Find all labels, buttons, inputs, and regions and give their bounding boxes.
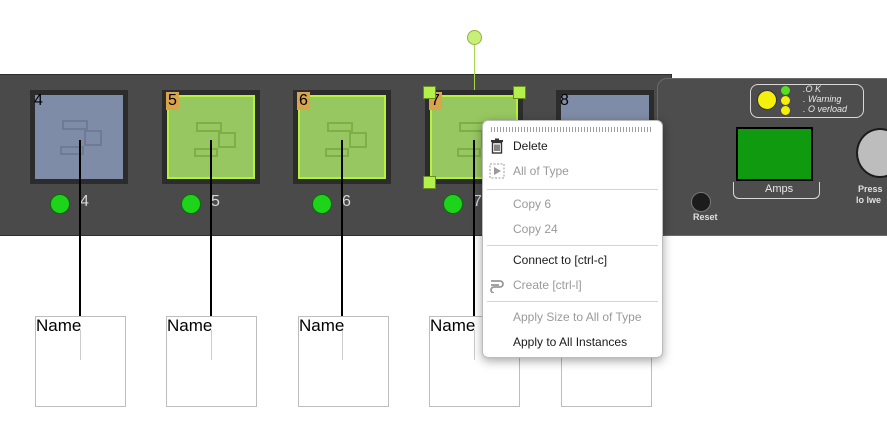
- ok-dot: [781, 86, 790, 95]
- overload-label: . O verload: [803, 104, 848, 114]
- resize-handle-bottom-left[interactable]: [423, 176, 436, 189]
- status-led-7: [443, 194, 463, 214]
- menu-item-create[interactable]: Create [ctrl-l]: [483, 273, 662, 297]
- selection-connector-line: [474, 44, 475, 92]
- status-led-5: [181, 194, 201, 214]
- connector-line: [210, 140, 212, 316]
- menu-item-label: Apply to All Instances: [513, 335, 628, 349]
- context-menu: Delete All of Type Copy 6 Copy 24 Connec…: [482, 120, 663, 358]
- press-button[interactable]: [856, 128, 887, 178]
- status-legend: .O K . Warning . O verload: [750, 84, 864, 118]
- menu-item-label: Create [ctrl-l]: [513, 278, 582, 292]
- connector-line: [79, 140, 81, 316]
- amps-bracket: [733, 182, 820, 199]
- press-label: Press: [858, 184, 883, 194]
- ok-label: .O K: [803, 84, 822, 94]
- label-name: Name: [36, 316, 82, 335]
- outlet-socket-icon: [194, 122, 236, 157]
- resize-handle-top-left[interactable]: [423, 86, 436, 99]
- warning-label: . Warning: [803, 94, 842, 104]
- menu-item-label: Apply Size to All of Type: [513, 310, 642, 324]
- label-name: Name: [299, 316, 345, 335]
- reset-button[interactable]: [691, 192, 711, 212]
- label-tick: [211, 330, 212, 360]
- menu-item-copy-6[interactable]: Copy 6: [483, 192, 662, 216]
- label-name: Name: [430, 316, 476, 335]
- outlet-number: 5: [166, 92, 179, 110]
- led-label: 6: [342, 193, 351, 210]
- menu-drag-grip[interactable]: [491, 127, 653, 132]
- menu-item-copy-24[interactable]: Copy 24: [483, 217, 662, 241]
- outlet-socket-icon: [325, 122, 367, 157]
- status-led-4: [50, 194, 70, 214]
- outlet-socket-icon: [60, 120, 102, 155]
- press-sublabel: lo lwe: [856, 195, 882, 205]
- outlet-number: 8: [560, 92, 569, 109]
- reset-label: Reset: [693, 212, 718, 222]
- label-tick: [80, 330, 81, 360]
- connector-icon: [490, 280, 504, 293]
- menu-item-label: Copy 24: [513, 222, 558, 236]
- trash-icon: [491, 138, 503, 154]
- menu-item-all-of-type[interactable]: All of Type: [483, 159, 662, 183]
- label-tick: [474, 330, 475, 360]
- outlet-number: 6: [297, 92, 310, 110]
- overload-dot: [781, 106, 790, 115]
- status-light-icon: [757, 90, 777, 110]
- status-led-6: [312, 194, 332, 214]
- label-box[interactable]: [298, 316, 389, 407]
- menu-item-label: Copy 6: [513, 197, 552, 211]
- menu-separator: [487, 301, 658, 302]
- resize-handle-top-right[interactable]: [513, 86, 526, 99]
- connector-line: [341, 140, 343, 316]
- menu-item-apply-all[interactable]: Apply to All Instances: [483, 330, 662, 354]
- warning-dot: [781, 96, 790, 105]
- menu-item-delete[interactable]: Delete: [483, 134, 662, 158]
- select-all-icon: [489, 163, 505, 179]
- outlet-number: 4: [34, 92, 43, 109]
- menu-item-apply-size[interactable]: Apply Size to All of Type: [483, 305, 662, 329]
- led-label: 5: [211, 193, 220, 210]
- menu-item-connect-to[interactable]: Connect to [ctrl-c]: [483, 248, 662, 272]
- label-tick: [342, 330, 343, 360]
- led-label: 4: [80, 193, 89, 210]
- label-name: Name: [167, 316, 213, 335]
- menu-separator: [487, 189, 658, 190]
- amps-label: Amps: [765, 183, 794, 195]
- menu-separator: [487, 245, 658, 246]
- menu-item-label: All of Type: [513, 164, 569, 178]
- menu-item-label: Connect to [ctrl-c]: [513, 253, 608, 267]
- led-label: 7: [473, 193, 482, 210]
- connector-line: [473, 140, 475, 316]
- rotation-handle[interactable]: [467, 30, 482, 45]
- amps-display: [736, 127, 813, 181]
- menu-item-label: Delete: [513, 139, 548, 153]
